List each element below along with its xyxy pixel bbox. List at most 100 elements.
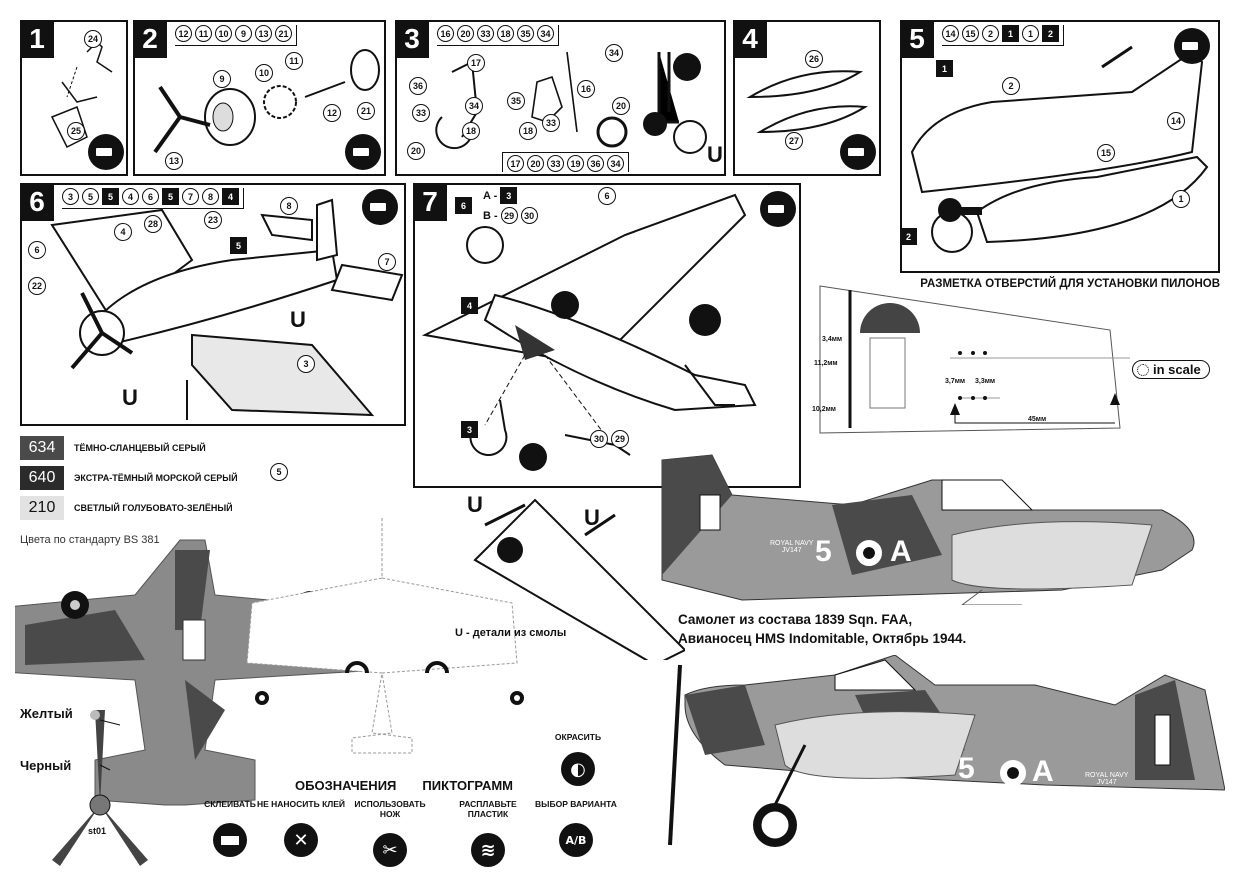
part-badge: 34 xyxy=(607,155,624,172)
picto-label: ВЫБОР ВАРИАНТА xyxy=(535,799,617,809)
part-badge: 16 xyxy=(437,25,454,42)
picto-paint: ОКРАСИТЬ◐ xyxy=(533,732,623,786)
picto-no-glue: НЕ НАНОСИТЬ КЛЕЙ✕ xyxy=(256,799,346,857)
glue-icon xyxy=(88,134,124,170)
part-callout: 24 xyxy=(84,30,102,48)
pylon-marking-section: РАЗМЕТКА ОТВЕРСТИЙ ДЛЯ УСТАНОВКИ ПИЛОНОВ… xyxy=(810,278,1222,443)
picto-label: ИСПОЛЬЗОВАТЬ НОЖ xyxy=(354,799,426,819)
side-profile-lower xyxy=(668,655,1225,847)
part-badge: 14 xyxy=(942,25,959,42)
resin-mark: U xyxy=(707,142,723,167)
step-number: 4 xyxy=(733,20,767,58)
part-callout: 25 xyxy=(67,122,85,140)
resin-mark: U xyxy=(290,307,306,332)
part-callout: 6 xyxy=(28,241,46,259)
code-letter: A xyxy=(1032,755,1054,788)
resin-mark: U xyxy=(467,492,483,517)
caption-line2: Авианосец HMS Indomitable, Октябрь 1944. xyxy=(678,631,967,646)
color-swatch: 640 xyxy=(20,466,64,490)
part-callout: 20 xyxy=(612,97,630,115)
resin-mark: U xyxy=(122,385,138,410)
part-box: 2 xyxy=(900,228,917,245)
part-callout: 34 xyxy=(465,97,483,115)
part-badge: 1 xyxy=(1002,25,1019,42)
logo-text: in scale xyxy=(1153,362,1201,377)
part-callout: 29 xyxy=(611,430,629,448)
picto-melt: РАСПЛАВЬТЕ ПЛАСТИК ≋ xyxy=(443,799,533,867)
side-profile-upper xyxy=(661,454,1195,605)
step-number: 2 xyxy=(133,20,167,58)
roundel xyxy=(1000,760,1026,786)
part-callout: 27 xyxy=(785,132,803,150)
part-callout: 8 xyxy=(280,197,298,215)
no-glue-icon: ✕ xyxy=(284,823,318,857)
part-callout: 7 xyxy=(378,253,396,271)
part-callout: 18 xyxy=(462,122,480,140)
part-callout: 10 xyxy=(255,64,273,82)
part-badge: 4 xyxy=(222,188,239,205)
picto-label: РАСПЛАВЬТЕ ПЛАСТИК xyxy=(459,799,517,819)
part-badge: 10 xyxy=(215,25,232,42)
part-box: 1 xyxy=(936,60,953,77)
step-4-panel: 4 26 27 xyxy=(733,20,881,176)
part-badge: 29 xyxy=(500,207,518,224)
code-number: 5 xyxy=(815,535,832,568)
part-badge: 30 xyxy=(520,207,538,224)
part-callout: 6 xyxy=(598,187,616,205)
part-badge: 13 xyxy=(255,25,272,42)
step-number: 1 xyxy=(20,20,54,58)
picto-label: ОКРАСИТЬ xyxy=(554,732,602,742)
part-badge: 20 xyxy=(457,25,474,42)
prop-black-label: Черный xyxy=(20,758,72,773)
picto-label: СКЛЕИВАТЬ xyxy=(204,799,256,809)
step-number: 7 xyxy=(413,183,447,221)
underside-assembly-drawing xyxy=(421,193,757,471)
resin-mark: U xyxy=(584,505,600,530)
fuselage-assembly-drawing xyxy=(910,45,1209,253)
landing-gear-drawing xyxy=(435,51,707,154)
part-box: 3 xyxy=(500,187,518,204)
dim-label: 10,2мм xyxy=(812,406,836,413)
glue-icon xyxy=(345,134,381,170)
code-letter: A xyxy=(890,535,912,568)
part-callout: 14 xyxy=(1167,112,1185,130)
color-name: СВЕТЛЫЙ ГОЛУБОВАТО-ЗЕЛЁНЫЙ xyxy=(74,503,233,513)
roundel xyxy=(856,540,882,566)
legend-title-1: ОБОЗНАЧЕНИЯ xyxy=(295,778,397,793)
part-badge: 33 xyxy=(477,25,494,42)
picto-knife: ИСПОЛЬЗОВАТЬ НОЖ✂ xyxy=(345,799,435,867)
part-callout: 11 xyxy=(285,52,303,70)
resin-note: U - детали из смолы xyxy=(455,627,567,639)
part-box: 3 xyxy=(461,421,478,438)
serial-line1: ROYAL NAVY xyxy=(1085,772,1129,779)
serial-line2: JV147 xyxy=(1096,779,1117,786)
dim-label: 3,7мм xyxy=(945,378,966,385)
glue-icon xyxy=(362,189,398,225)
color-row: 640 ЭКСТРА-ТЁМНЫЙ МОРСКОЙ СЕРЫЙ xyxy=(20,466,238,490)
picto-glue: СКЛЕИВАТЬ xyxy=(185,799,275,857)
serial-line1: ROYAL NAVY xyxy=(770,540,814,547)
color-name: ЭКСТРА-ТЁМНЫЙ МОРСКОЙ СЕРЫЙ xyxy=(74,473,238,483)
caption-line1: Самолет из состава 1839 Sqn. FAA, xyxy=(678,612,913,627)
part-badge: 3 xyxy=(62,188,79,205)
part-badge: 19 xyxy=(567,155,584,172)
part-callout: 23 xyxy=(204,211,222,229)
option-a: A -3 xyxy=(483,187,518,204)
part-callout: 21 xyxy=(357,102,375,120)
part-callout: 18 xyxy=(519,122,537,140)
logo-circle-icon xyxy=(1137,363,1149,376)
part-badge: 15 xyxy=(962,25,979,42)
prop-yellow-label: Желтый xyxy=(20,706,73,721)
part-callout: 33 xyxy=(542,114,560,132)
part-callout: 16 xyxy=(577,80,595,98)
underside-plan-view xyxy=(246,518,524,754)
wing-drawing xyxy=(819,285,1130,434)
melt-plastic-icon: ≋ xyxy=(471,833,505,867)
